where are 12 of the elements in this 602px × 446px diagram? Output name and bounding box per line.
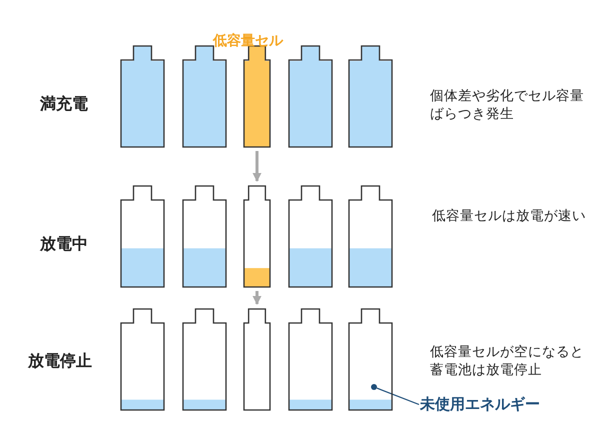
cell-label: 低容量セル bbox=[213, 32, 283, 51]
callout-text: 未使用エネルギー bbox=[420, 395, 540, 414]
leader-line bbox=[252, 291, 262, 305]
note: 低容量セルは放電が速い bbox=[432, 207, 587, 226]
note: 低容量セルが空になると蓄電池は放電停止 bbox=[430, 343, 585, 380]
row-label: 放電中 bbox=[40, 233, 88, 255]
row-label: 満充電 bbox=[40, 93, 88, 115]
leader-line bbox=[252, 151, 262, 182]
pointer-dot bbox=[371, 384, 377, 390]
leader-line bbox=[376, 388, 420, 406]
note: 個体差や劣化でセル容量ばらつき発生 bbox=[430, 87, 585, 124]
row-label: 放電停止 bbox=[28, 350, 92, 372]
